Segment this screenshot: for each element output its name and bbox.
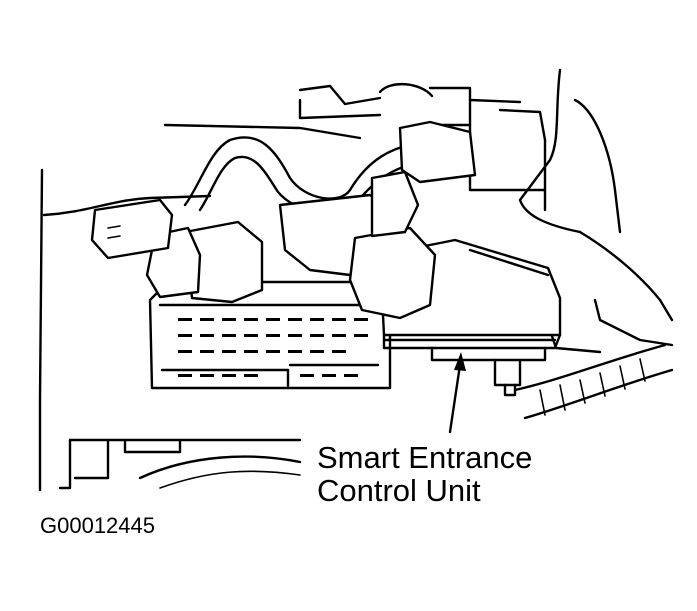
figure-id: G00012445 — [40, 513, 155, 538]
harness-connectors — [90, 198, 264, 304]
lower-kick-panel — [68, 438, 302, 489]
relay-blocks — [278, 120, 477, 320]
dash-structure-top — [163, 82, 547, 212]
fuse-slots — [178, 318, 368, 377]
corrugated-wiring — [493, 343, 674, 420]
fuse-junction-box — [148, 280, 392, 390]
component-callout-label: Smart Entrance Control Unit — [317, 441, 532, 507]
callout-leader — [448, 352, 466, 434]
left-trim-panel — [38, 168, 212, 492]
callout-arrowhead — [454, 352, 466, 371]
callout-line-1: Smart Entrance — [317, 440, 533, 475]
callout-line-2: Control Unit — [317, 473, 481, 508]
